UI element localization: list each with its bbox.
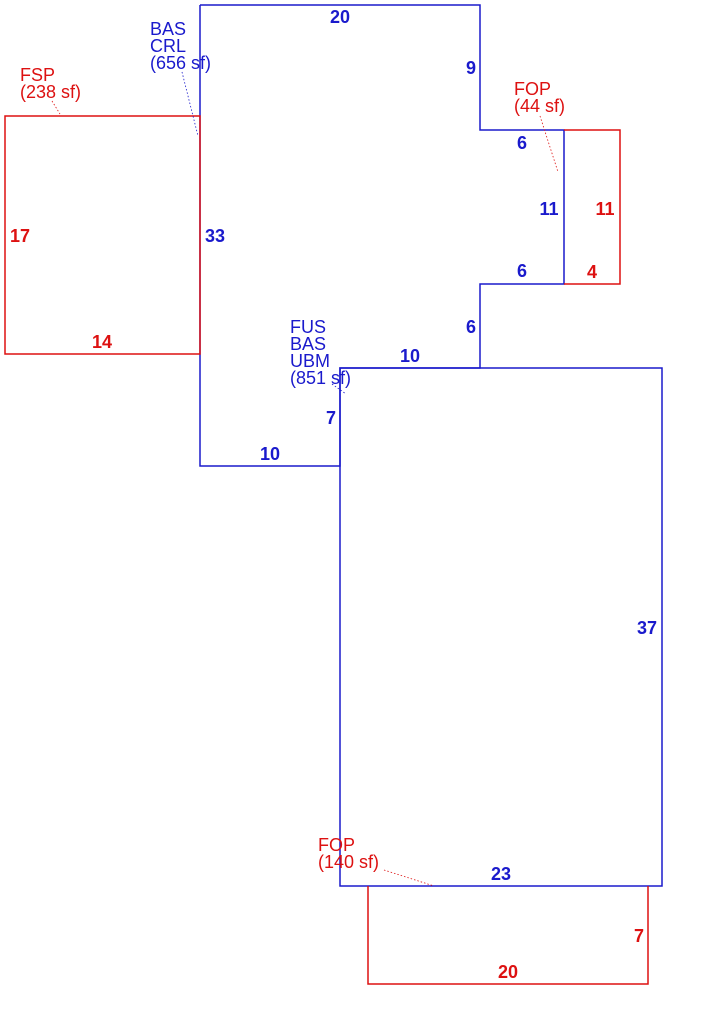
dim-mid-width: 10: [400, 346, 420, 366]
dim-fop-bottom-width: 20: [498, 962, 518, 982]
dim-fsp-height: 17: [10, 226, 30, 246]
bas-crl-line-1: BAS: [150, 19, 186, 39]
fop-right-label: FOP (44 sf): [514, 79, 565, 116]
dim-fsp-width: 14: [92, 332, 112, 352]
main-structure: [199, 4, 663, 887]
fus-bas-ubm-line-3: UBM: [290, 351, 330, 371]
fop-right-area: (44 sf): [514, 96, 565, 116]
fop-bottom-line-1: FOP: [318, 835, 355, 855]
fop-right-outline: [564, 129, 621, 285]
dim-fop-right-width: 4: [587, 262, 597, 282]
fop-bottom-area: (140 sf): [318, 852, 379, 872]
fop-bottom-label: FOP (140 sf): [318, 835, 379, 872]
dim-top-width: 20: [330, 7, 350, 27]
lower-section-outline: [339, 367, 663, 887]
fop-bottom-outline: [367, 886, 649, 985]
fop-right-line-1: FOP: [514, 79, 551, 99]
dim-fop-right-height: 11: [595, 199, 614, 219]
dim-upper-right-height: 9: [466, 58, 476, 78]
dim-step-down-height: 6: [466, 317, 476, 337]
fsp-line-1: FSP: [20, 65, 55, 85]
bas-crl-line-2: CRL: [150, 36, 186, 56]
dim-bump-height: 11: [539, 199, 558, 219]
dim-bottom-left-width: 10: [260, 444, 280, 464]
dim-step-out-top: 6: [517, 133, 527, 153]
upper-section-outline: [199, 4, 565, 467]
addition-dimensions: 17 14 11 4 7 20: [10, 199, 644, 982]
additions: [4, 115, 649, 985]
dim-left-height: 33: [205, 226, 225, 246]
area-labels: BAS CRL (656 sf) FUS BAS UBM (851 sf) FS…: [20, 19, 565, 872]
dim-step-out-bottom: 6: [517, 261, 527, 281]
fop-right-leader: [539, 115, 559, 173]
bas-crl-leader: [181, 71, 199, 137]
fus-bas-ubm-line-2: BAS: [290, 334, 326, 354]
fsp-outline: [4, 115, 201, 355]
fus-bas-ubm-area: (851 sf): [290, 368, 351, 388]
dim-lower-width: 23: [491, 864, 511, 884]
dim-fop-bottom-height: 7: [634, 926, 644, 946]
bas-crl-area: (656 sf): [150, 53, 211, 73]
fus-bas-ubm-line-1: FUS: [290, 317, 326, 337]
bas-crl-label: BAS CRL (656 sf): [150, 19, 211, 73]
dim-lower-right-height: 37: [637, 618, 657, 638]
main-dimensions: 20 9 6 11 6 6 10 33 10 7 37 23: [205, 7, 657, 884]
leader-lines: [51, 71, 559, 887]
fsp-area: (238 sf): [20, 82, 81, 102]
fsp-leader: [51, 100, 61, 115]
dim-inner-step-height: 7: [326, 408, 336, 428]
fus-bas-ubm-leader: [331, 383, 347, 395]
fsp-label: FSP (238 sf): [20, 65, 81, 102]
fop-bottom-leader: [383, 869, 435, 887]
fus-bas-ubm-label: FUS BAS UBM (851 sf): [290, 317, 351, 388]
